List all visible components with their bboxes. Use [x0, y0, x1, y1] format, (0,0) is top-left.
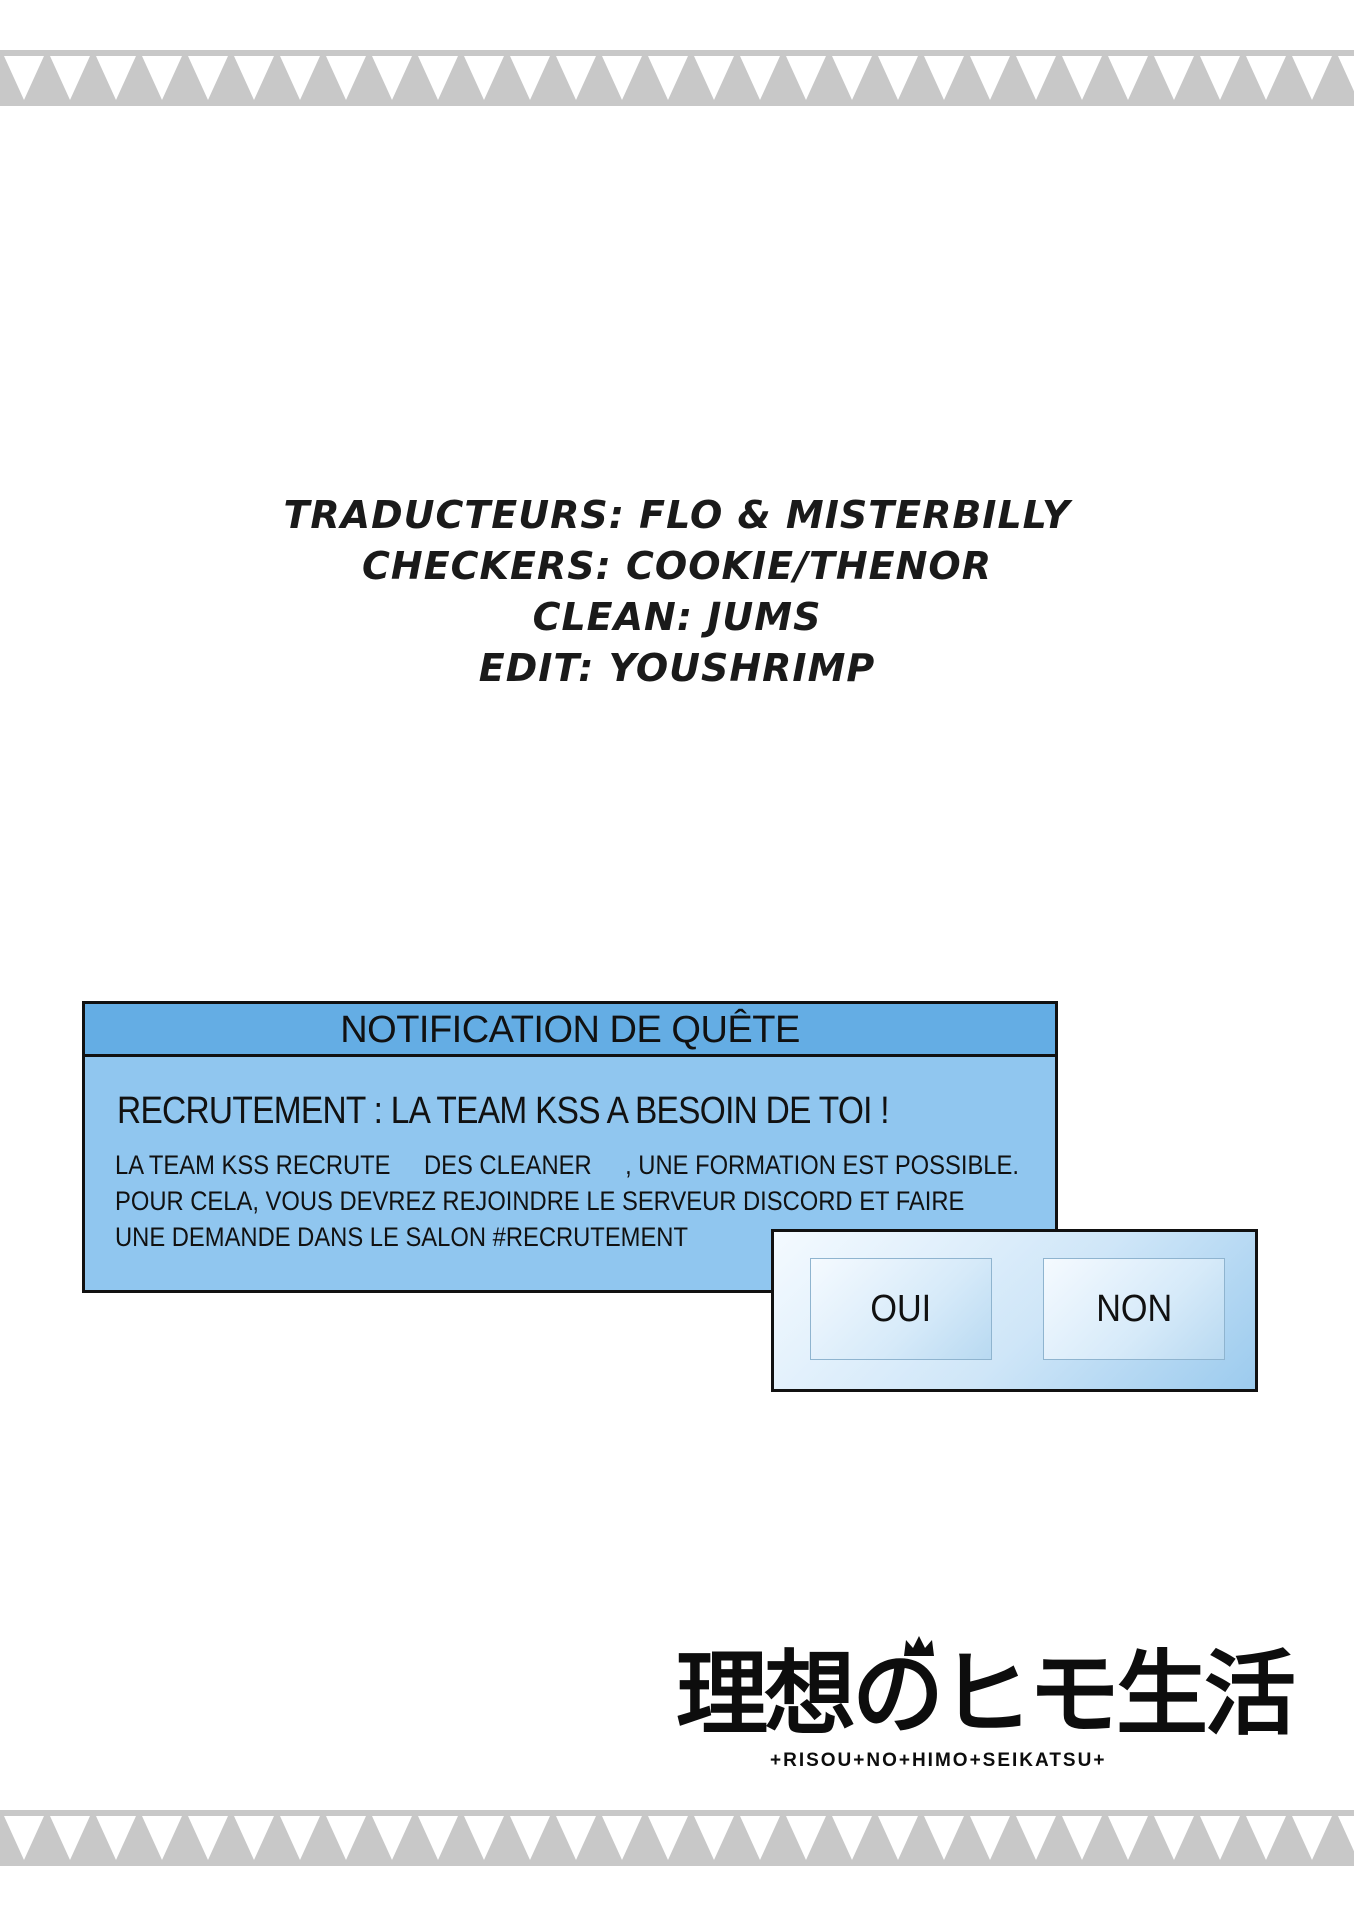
yes-button-label: OUI [870, 1287, 932, 1330]
credits-clean: CLEAN: JUMS [532, 595, 822, 639]
bottom-border-pattern [0, 1810, 1354, 1866]
quest-body-line-1-a: LA TEAM KSS RECRUTE [115, 1150, 391, 1180]
credits-translators: TRADUCTEURS: FLO & MISTERBILLY [283, 493, 1071, 537]
quest-title: RECRUTEMENT : LA TEAM KSS A BESOIN DE TO… [117, 1090, 890, 1132]
logo-subtitle: +RISOU+NO+HIMO+SEIKATSU+ [770, 1750, 1107, 1771]
credits-edit: EDIT: YOUSHRIMP [478, 646, 876, 690]
yes-button[interactable]: OUI [810, 1258, 992, 1360]
quest-body-line-2: POUR CELA, VOUS DEVREZ REJOINDRE LE SERV… [115, 1186, 965, 1216]
top-border-pattern [0, 50, 1354, 106]
quest-body-line-1: LA TEAM KSS RECRUTE DES CLEANER , UNE FORM… [115, 1147, 1019, 1183]
crown-icon [904, 1636, 934, 1656]
credits-block: TRADUCTEURS: FLO & MISTERBILLY CHECKERS:… [0, 490, 1354, 694]
series-logo: 理想のヒモ生活 +RISOU+NO+HIMO+SEIKATSU+ [676, 1636, 1296, 1780]
quest-body-line-1-c: , UNE FORMATION EST POSSIBLE. [625, 1150, 1019, 1180]
quest-header: NOTIFICATION DE QUÊTE [85, 1004, 1055, 1057]
no-button-label: NON [1095, 1287, 1172, 1330]
triangle-pattern-bottom [0, 1810, 1354, 1866]
choice-dialog: OUI NON [771, 1229, 1258, 1392]
logo-kanji: 理想のヒモ生活 [676, 1641, 1296, 1748]
quest-notification-window: NOTIFICATION DE QUÊTE RECRUTEMENT : LA T… [82, 1001, 1058, 1293]
quest-body: LA TEAM KSS RECRUTE DES CLEANER , UNE FORM… [115, 1147, 1019, 1255]
quest-body-line-1-b: DES CLEANER [423, 1150, 592, 1180]
credits-checkers: CHECKERS: COOKIE/THENOR [362, 544, 992, 588]
no-button[interactable]: NON [1043, 1258, 1225, 1360]
triangle-pattern-top [0, 50, 1354, 106]
quest-body-line-3: UNE DEMANDE DANS LE SALON #RECRUTEMENT [115, 1222, 688, 1252]
